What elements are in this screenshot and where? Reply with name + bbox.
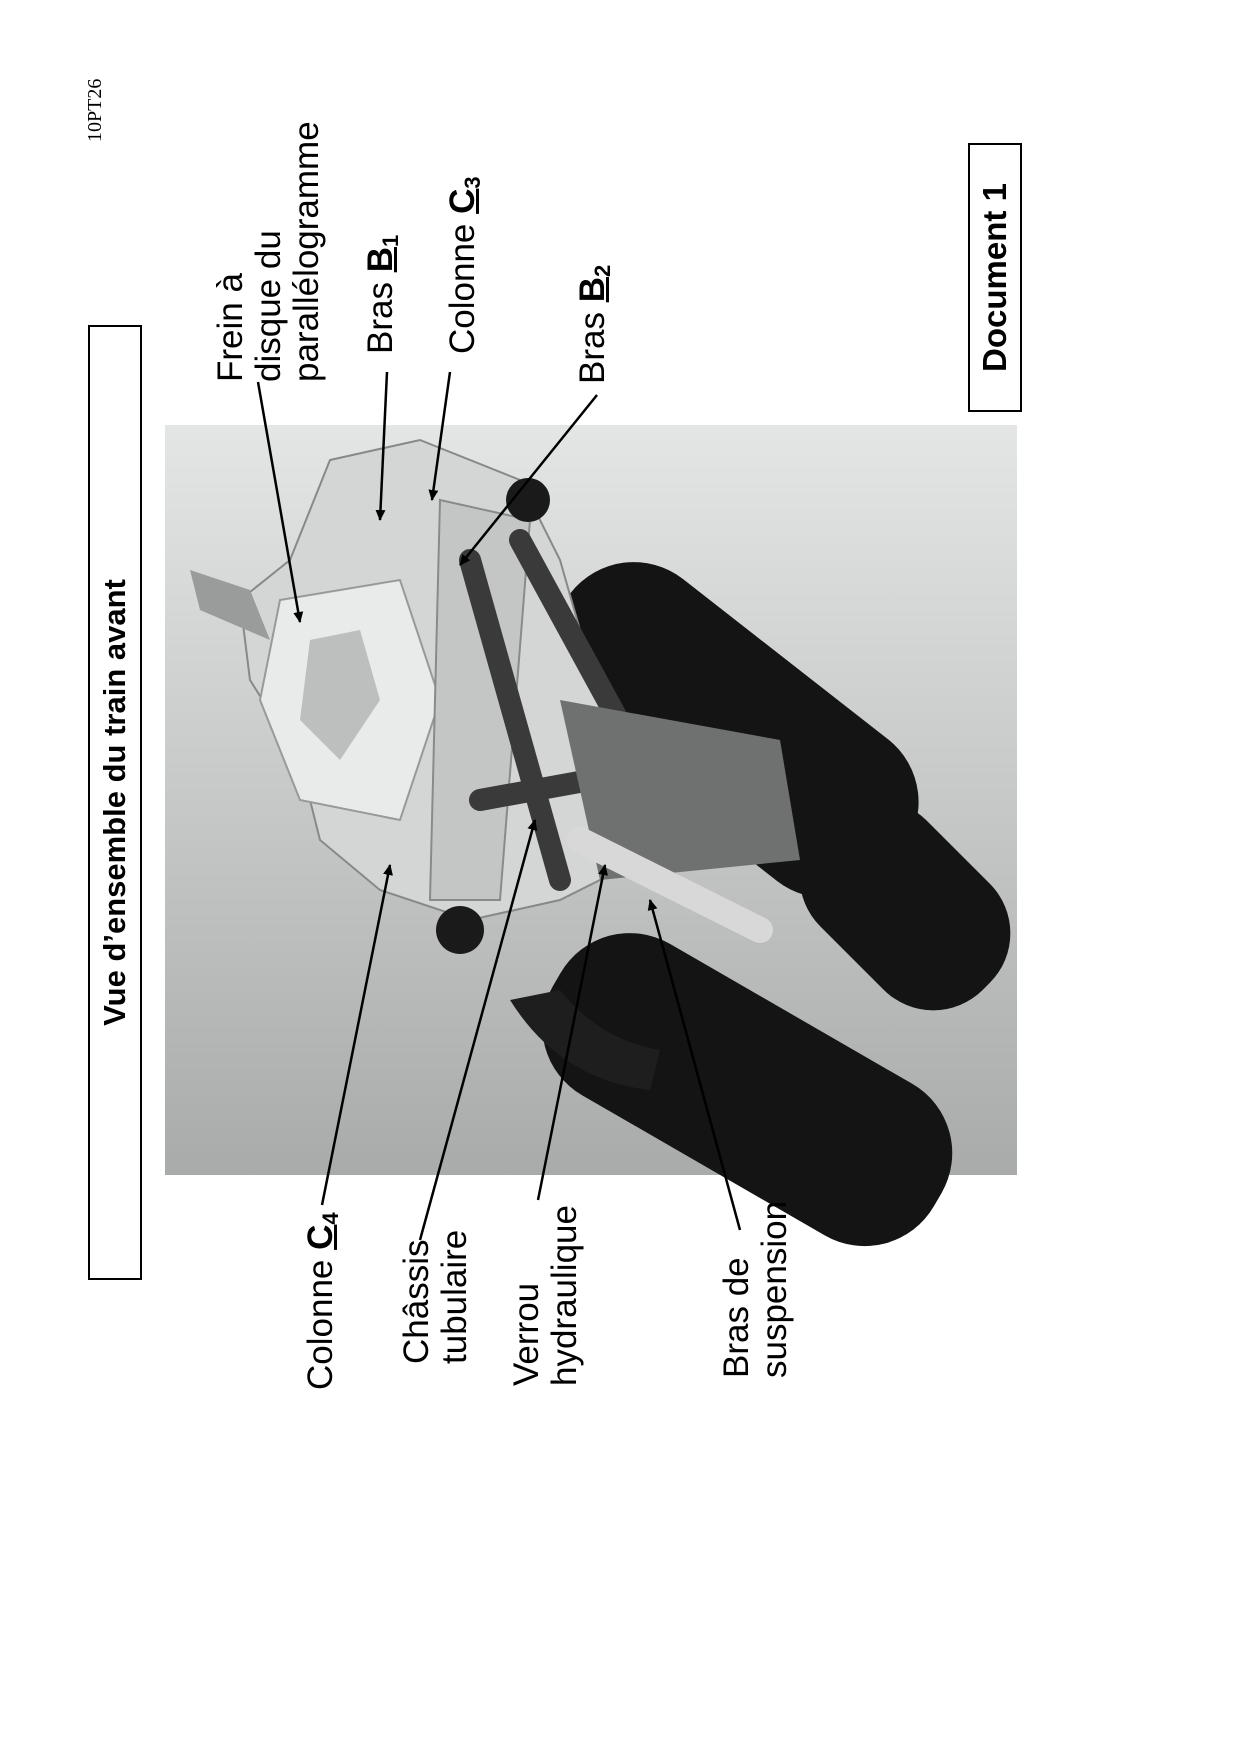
label-letter: B [361, 247, 400, 273]
arrow-verrou [536, 864, 608, 1201]
label-text: Colonne [443, 213, 482, 354]
title-text: Vue d’ensemble du train avant [97, 579, 132, 1026]
arrow-colonne-c4 [320, 864, 393, 1206]
label-letter: C [443, 188, 482, 214]
label-bras-b2: Bras B2 [573, 264, 622, 384]
arrow-chassis [418, 819, 538, 1241]
page-code: 10PT26 [84, 78, 106, 142]
label-verrou-hydraulique: Verrou hydraulique [507, 1205, 584, 1386]
page-title: Vue d’ensemble du train avant [88, 325, 142, 1280]
document-label-box: Document 1 [968, 143, 1022, 412]
label-subscript: 1 [378, 234, 403, 248]
label-chassis-tubulaire: Châssis tubulaire [397, 1229, 474, 1364]
label-text: Bras [361, 272, 400, 354]
label-line: suspension [755, 1200, 794, 1378]
label-line: disque du [249, 230, 288, 382]
wheel-tires [510, 562, 1011, 1247]
document-label: Document 1 [976, 183, 1013, 372]
arrow-bras-b2 [459, 394, 598, 566]
label-line: parallélogramme [287, 121, 326, 382]
mechanism-body [190, 438, 800, 954]
label-bras-b1: Bras B1 [361, 234, 410, 354]
label-line: Verrou [507, 1282, 546, 1386]
label-subscript: 2 [590, 264, 615, 278]
label-letter: C [301, 1224, 340, 1250]
label-subscript: 3 [460, 176, 485, 189]
label-text: Bras [573, 302, 612, 384]
callout-arrows [256, 371, 742, 1241]
label-line: hydraulique [545, 1205, 584, 1386]
label-bras-suspension: Bras de suspension [717, 1200, 794, 1378]
label-line: Frein à [211, 273, 250, 382]
arrow-bras-suspension [647, 899, 742, 1231]
arrow-frein [256, 381, 304, 623]
arrow-bras-b1 [375, 371, 389, 521]
label-line: Bras de [717, 1257, 756, 1378]
label-letter: B [573, 277, 612, 303]
label-subscript: 4 [318, 1212, 343, 1225]
label-text: Colonne [301, 1249, 340, 1390]
label-line: tubulaire [435, 1229, 474, 1364]
label-colonne-c4: Colonne C4 [301, 1212, 350, 1390]
arrow-colonne-c3 [428, 371, 452, 501]
label-line: Châssis [397, 1239, 436, 1364]
label-colonne-c3: Colonne C3 [443, 176, 492, 354]
label-frein-disque: Frein à disque du parallélogramme [211, 121, 326, 382]
